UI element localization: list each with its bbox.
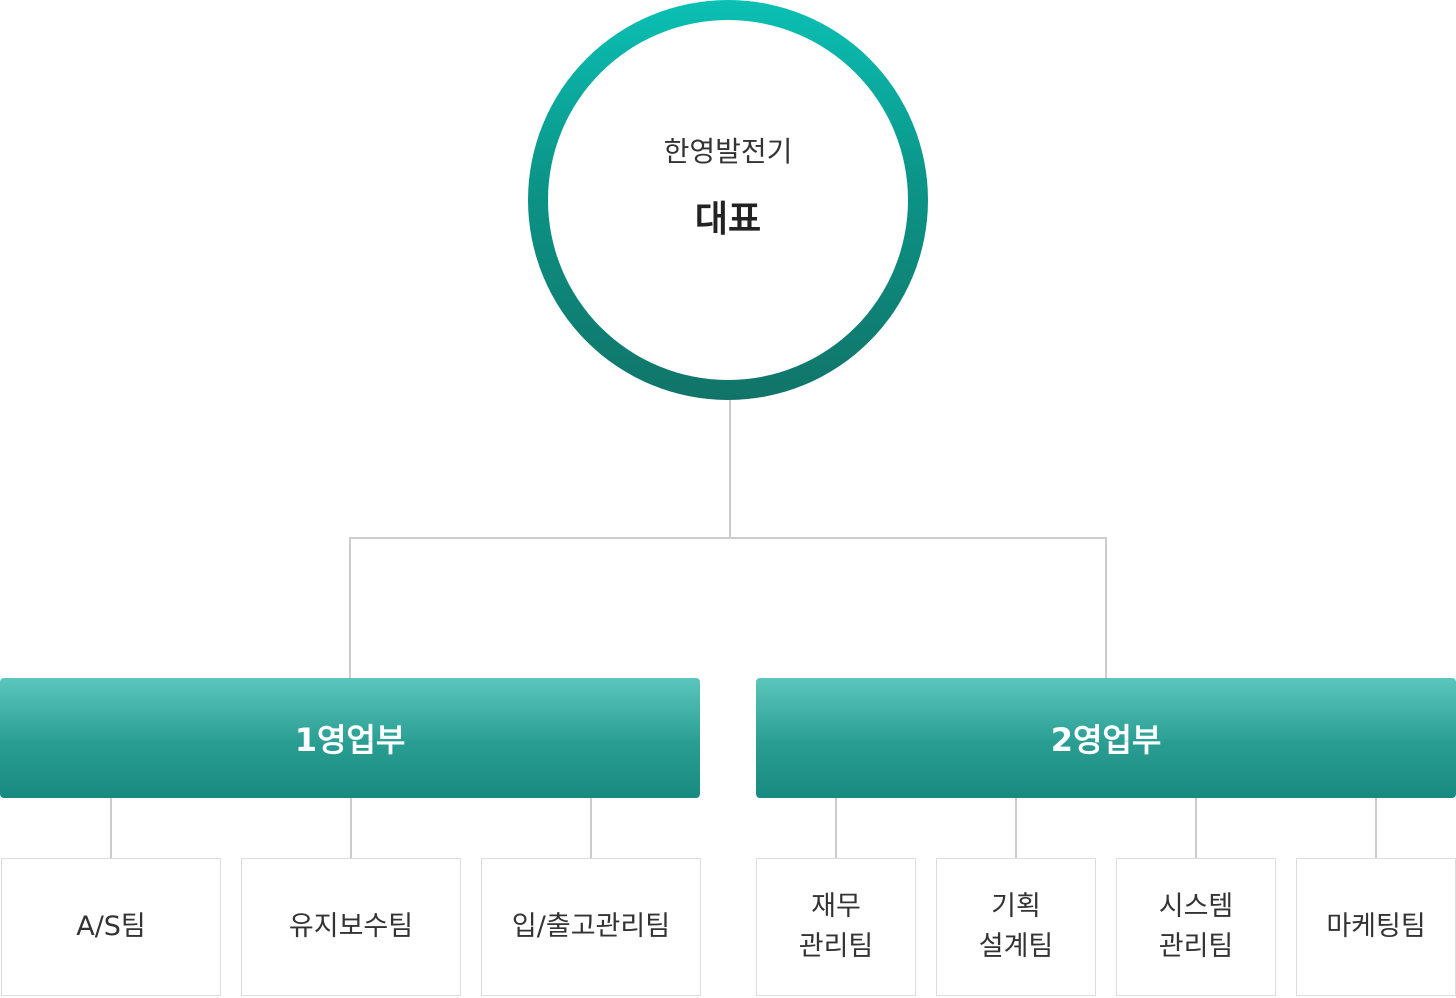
team-as: A/S팀 bbox=[1, 858, 221, 996]
connector-dept2-vertical bbox=[1105, 537, 1107, 678]
team-inout: 입/출고관리팀 bbox=[481, 858, 701, 996]
team-label-line1: 재무 bbox=[811, 891, 861, 922]
connector-team-1-1 bbox=[110, 798, 112, 858]
connector-team-2-2 bbox=[1015, 798, 1017, 858]
company-name: 한영발전기 bbox=[663, 135, 793, 168]
ceo-node: 한영발전기 대표 bbox=[528, 0, 928, 400]
connector-team-1-2 bbox=[350, 798, 352, 858]
team-label-line2: 설계팀 bbox=[978, 931, 1054, 962]
team-label: 입/출고관리팀 bbox=[511, 911, 671, 942]
team-maintenance: 유지보수팀 bbox=[241, 858, 461, 996]
connector-horizontal bbox=[349, 537, 1107, 539]
connector-team-2-4 bbox=[1375, 798, 1377, 858]
dept-sales-2: 2영업부 bbox=[756, 678, 1456, 798]
ceo-node-inner: 한영발전기 대표 bbox=[548, 20, 908, 380]
connector-team-2-3 bbox=[1195, 798, 1197, 858]
team-label: 마케팅팀 bbox=[1326, 911, 1426, 942]
team-label-line1: 기획 bbox=[991, 891, 1041, 922]
team-label-line2: 관리팀 bbox=[798, 931, 874, 962]
team-label: A/S팀 bbox=[76, 911, 146, 942]
team-system: 시스템 관리팀 bbox=[1116, 858, 1276, 996]
team-marketing: 마케팅팀 bbox=[1296, 858, 1456, 996]
connector-dept1-vertical bbox=[349, 537, 351, 678]
team-finance: 재무 관리팀 bbox=[756, 858, 916, 996]
dept-sales-1: 1영업부 bbox=[0, 678, 700, 798]
team-planning: 기획 설계팀 bbox=[936, 858, 1096, 996]
team-label-line2: 관리팀 bbox=[1158, 931, 1234, 962]
connector-team-2-1 bbox=[835, 798, 837, 858]
team-label: 유지보수팀 bbox=[288, 911, 414, 942]
connector-root-vertical bbox=[729, 400, 731, 539]
ceo-title: 대표 bbox=[694, 199, 762, 240]
team-label-line1: 시스템 bbox=[1158, 891, 1234, 922]
connector-team-1-3 bbox=[590, 798, 592, 858]
